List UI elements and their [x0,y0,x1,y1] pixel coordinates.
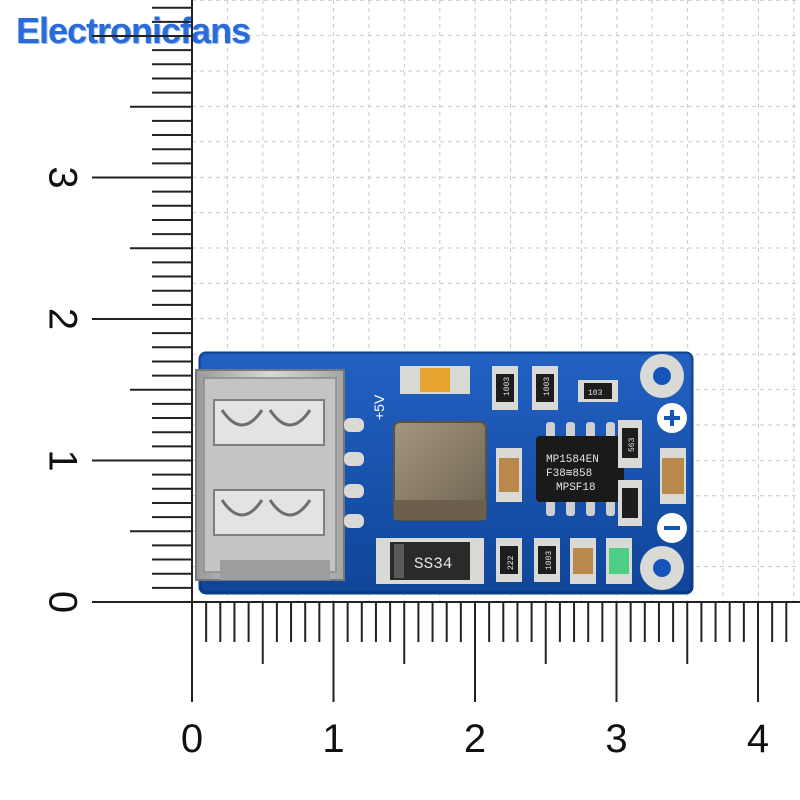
smd-capacitor [570,538,596,584]
terminal-pads [640,354,684,590]
ruler-label: 1 [322,717,344,761]
ruler-label: 2 [464,717,486,761]
smd-resistor: 563 [618,420,642,468]
smd-capacitor [496,448,522,502]
ic-marking-line-3: MPSF18 [556,482,596,494]
ruler-label: 1 [40,449,84,471]
svg-text:103: 103 [588,389,603,398]
ruler-label: 4 [747,717,769,761]
smd-resistor: 1003 [532,366,558,410]
polarity-symbols [657,403,687,543]
smd-resistor: 103 [578,380,618,402]
buck-regulator-ic: MP1584EN F38≋858 MPSF18 [536,422,624,516]
ruler-label: 0 [181,717,203,761]
brand-watermark: Electronicfans [16,10,251,51]
led-indicator [606,538,632,584]
usb-pins [344,418,364,528]
smd-resistor [618,480,642,526]
smd-components: 1003 1003 103 563 [492,366,686,584]
usb-a-connector [195,369,345,581]
ruler-label: 3 [605,717,627,761]
ic-marking-line-2: F38≋858 [546,468,592,480]
smd-capacitor [660,448,686,504]
smd-resistor: 1003 [492,366,518,410]
svg-text:1003: 1003 [543,377,552,396]
ic-marking-line-1: MP1584EN [546,454,599,466]
top-capacitor [400,366,470,394]
svg-text:1003: 1003 [545,551,554,570]
silkscreen-5v-label: +5V [371,394,387,420]
svg-text:1003: 1003 [503,377,512,396]
svg-text:563: 563 [628,437,637,452]
power-inductor [393,421,487,521]
smd-resistor: 1003 [534,538,560,582]
diode-marking: SS34 [414,555,452,573]
ruler-label: 0 [40,591,84,613]
smd-resistor: 222 [496,538,522,582]
svg-text:222: 222 [507,555,516,570]
ruler-label: 3 [40,166,84,188]
schottky-diode: SS34 [376,538,484,584]
ic-pins [546,422,615,516]
ruler-label: 2 [40,308,84,330]
